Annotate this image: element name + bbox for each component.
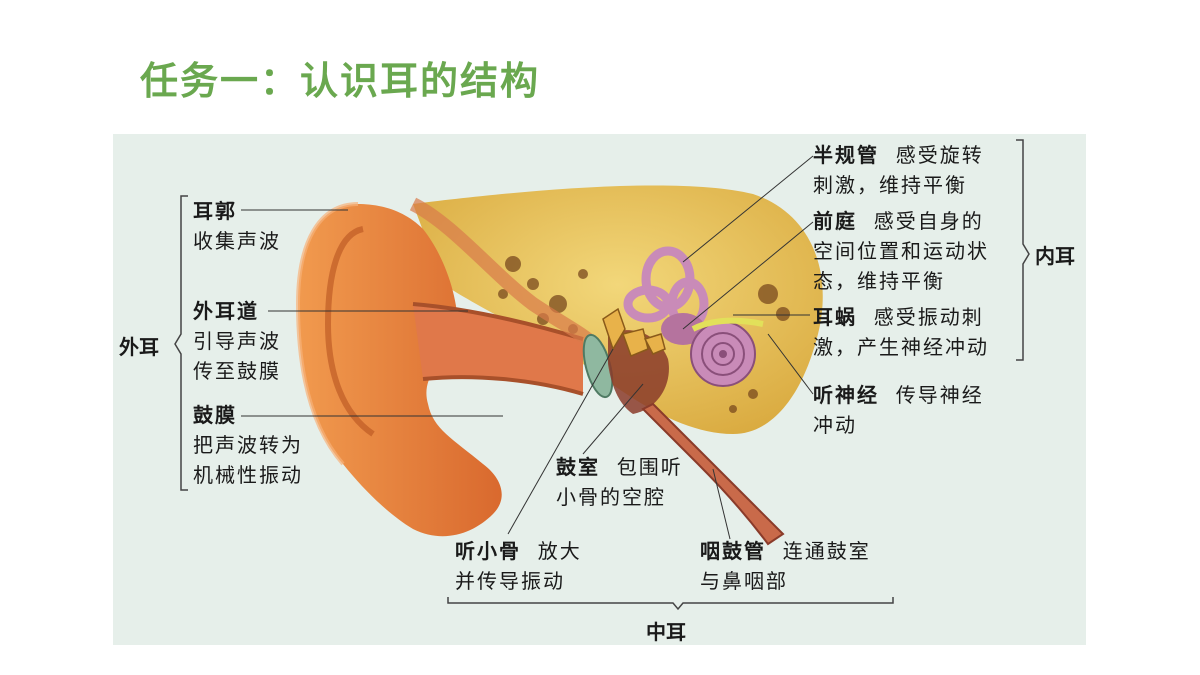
label-auditory-nerve-desc-0: 传导神经: [895, 383, 984, 407]
label-vestibule-desc-1: 空间位置和运动状: [813, 239, 989, 263]
eustachian-tube: [641, 402, 785, 546]
group-inner-ear: 内耳: [1035, 244, 1075, 268]
label-ear-canal-desc-2: 传至鼓膜: [193, 359, 281, 383]
label-auditory-nerve: 听神经 传导神经 冲动: [813, 380, 984, 440]
label-cochlea-desc-0: 感受振动刺: [873, 305, 984, 329]
middle-ear-bracket: [447, 597, 894, 611]
label-cochlea-term: 耳蜗: [813, 305, 857, 329]
label-semicircular-canals-desc-1: 刺激，维持平衡: [813, 173, 967, 197]
label-ossicles-desc-1: 并传导振动: [455, 569, 565, 593]
label-tympanic-cavity-desc-0: 包围听: [616, 455, 683, 479]
auricle-rim: [295, 202, 359, 466]
label-vestibule-term: 前庭: [813, 209, 857, 233]
ear-canal: [413, 304, 583, 394]
label-ear-canal-desc-1: 引导声波: [193, 329, 281, 353]
label-eardrum-desc-2: 机械性振动: [193, 463, 303, 487]
auricle: [298, 204, 502, 537]
label-eardrum: 鼓膜 把声波转为 机械性振动: [193, 400, 303, 490]
label-auricle: 耳郭 收集声波: [193, 196, 281, 256]
label-eustachian-tube-term: 咽鼓管: [700, 539, 766, 563]
label-vestibule-desc-0: 感受自身的: [873, 209, 984, 233]
ossicles: [602, 307, 666, 357]
auditory-nerve: [691, 317, 764, 332]
label-eustachian-tube-desc-1: 与鼻咽部: [700, 569, 788, 593]
label-auditory-nerve-term: 听神经: [813, 383, 879, 407]
label-vestibule: 前庭 感受自身的 空间位置和运动状 态，维持平衡: [813, 206, 989, 296]
label-semicircular-canals-desc-0: 感受旋转: [895, 143, 984, 167]
label-cochlea: 耳蜗 感受振动刺 激，产生神经冲动: [813, 302, 989, 362]
label-cochlea-desc-1: 激，产生神经冲动: [813, 335, 989, 359]
group-middle-ear: 中耳: [646, 620, 686, 644]
ear-canal-wall: [412, 302, 584, 341]
auricle-inner-fold: [324, 226, 375, 437]
label-tympanic-cavity-desc-1: 小骨的空腔: [556, 485, 666, 509]
skin-layers: [409, 197, 598, 350]
label-tympanic-cavity: 鼓室 包围听 小骨的空腔: [556, 452, 683, 512]
ear-diagram-panel: 耳郭 收集声波 外耳道 引导声波 传至鼓膜 鼓膜 把声波转为 机械性振动 外耳 …: [113, 134, 1086, 645]
label-ossicles-desc-0: 放大: [537, 539, 582, 563]
label-auditory-nerve-desc-1: 冲动: [813, 413, 857, 437]
label-eardrum-desc-1: 把声波转为: [193, 433, 303, 457]
leader-lines: [241, 155, 814, 540]
label-eustachian-tube: 咽鼓管 连通鼓室 与鼻咽部: [700, 536, 871, 596]
outer-ear-bracket: [174, 195, 188, 491]
label-semicircular-canals: 半规管 感受旋转 刺激，维持平衡: [813, 140, 984, 200]
label-auricle-desc-1: 收集声波: [193, 229, 281, 253]
label-eardrum-term: 鼓膜: [193, 403, 237, 427]
label-semicircular-canals-term: 半规管: [813, 143, 879, 167]
cochlea: [690, 321, 756, 387]
label-ear-canal: 外耳道 引导声波 传至鼓膜: [193, 296, 281, 386]
label-vestibule-desc-2: 态，维持平衡: [813, 269, 945, 293]
label-tympanic-cavity-term: 鼓室: [556, 455, 600, 479]
label-eustachian-tube-desc-0: 连通鼓室: [782, 539, 871, 563]
label-ear-canal-term: 外耳道: [193, 299, 259, 323]
label-ossicles-term: 听小骨: [455, 539, 521, 563]
slide-title: 任务一：认识耳的结构: [140, 59, 541, 103]
ear-illustration: [174, 139, 1030, 611]
inner-ear-bracket: [1016, 139, 1030, 361]
label-auricle-term: 耳郭: [193, 199, 237, 223]
group-outer-ear: 外耳: [119, 335, 159, 359]
label-ossicles: 听小骨 放大 并传导振动: [455, 536, 582, 596]
